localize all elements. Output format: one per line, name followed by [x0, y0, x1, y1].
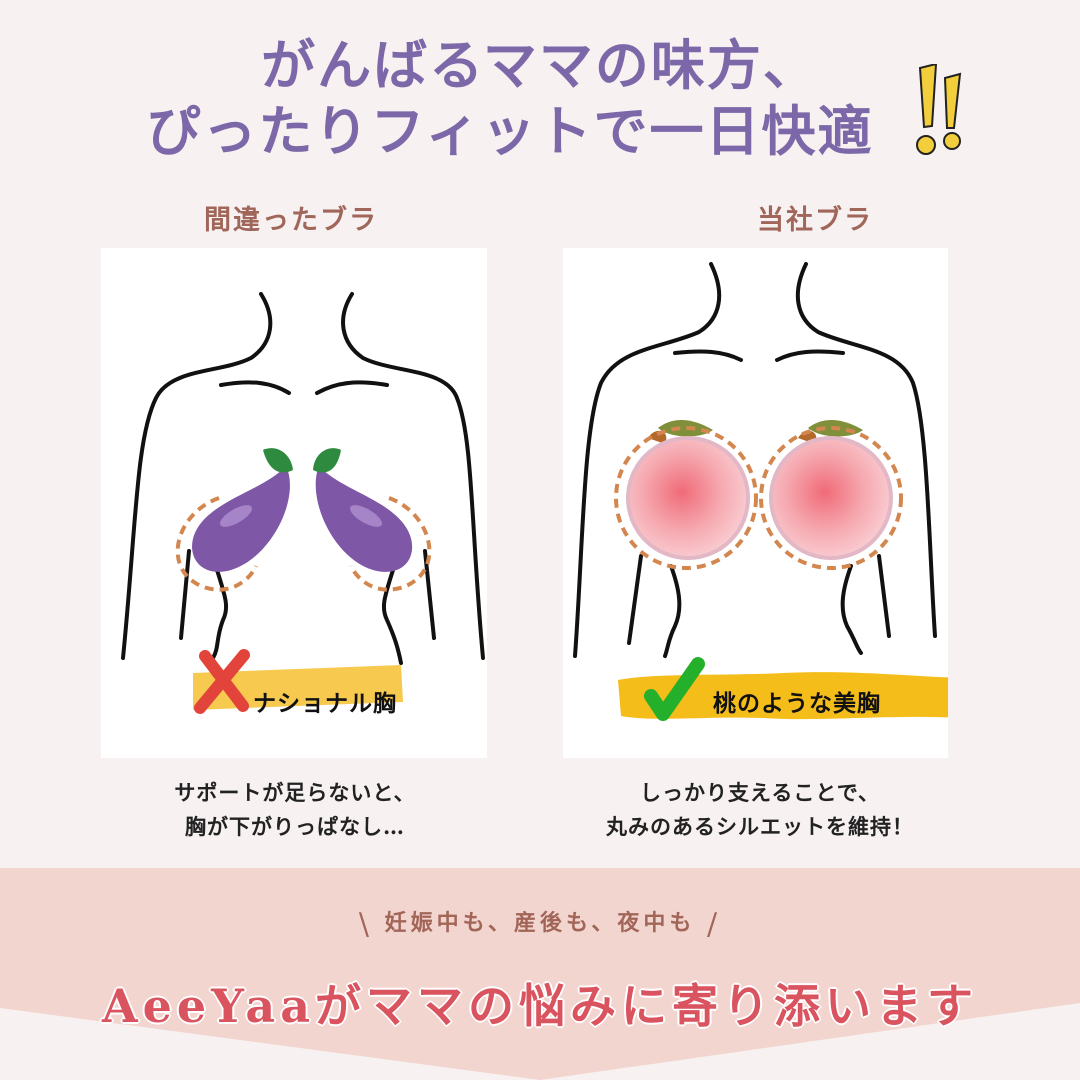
- caption-line: しっかり支えることで、: [640, 780, 880, 805]
- tag-highlight: [193, 665, 403, 710]
- wrong-bra-panel: ナショナル胸: [101, 248, 487, 758]
- tag-highlight: [618, 672, 948, 720]
- wrong-bra-title: 間違ったブラ: [204, 205, 378, 236]
- eggplant-icon: [192, 448, 293, 572]
- caption-line: サポートが足らないと、: [174, 780, 416, 805]
- subtitle-text: 妊娠中も、産後も、夜中も: [384, 910, 696, 936]
- eggplant-icon: [313, 448, 413, 572]
- headline-line-2: ぴったりフィットで一日快適: [146, 99, 874, 163]
- slash-left-decoration: \: [358, 906, 373, 942]
- our-bra-caption: しっかり支えることで、 丸みのあるシルエットを維持！: [560, 776, 960, 844]
- caption-line: 胸が下がりっぱなし…: [185, 814, 405, 839]
- banner-message: AeeYaaがママの悩みに寄り添います: [101, 979, 979, 1033]
- peach-breast-tag: 桃のような美胸: [713, 690, 881, 717]
- red-x-icon: [194, 649, 250, 714]
- headline-line-1: がんばるママの味方、: [261, 33, 819, 97]
- wrong-bra-caption: サポートが足らないと、 胸が下がりっぱなし…: [100, 776, 490, 844]
- double-exclamation-icon: [916, 64, 962, 155]
- our-bra-panel: 桃のような美胸: [563, 248, 948, 758]
- our-bra-title: 当社ブラ: [757, 205, 873, 236]
- bottom-banner: [0, 868, 1080, 1080]
- slash-right-decoration: /: [707, 906, 722, 942]
- green-check-icon: [644, 657, 705, 721]
- body-outline-peach-illustration: [573, 262, 948, 721]
- peach-icon: [626, 419, 750, 560]
- caption-line: 丸みのあるシルエットを維持！: [606, 814, 914, 839]
- body-outline-eggplant-illustration: [121, 292, 485, 714]
- national-breast-tag: ナショナル胸: [253, 690, 397, 717]
- banner-subtitle: \ 妊娠中も、産後も、夜中も /: [0, 905, 1080, 942]
